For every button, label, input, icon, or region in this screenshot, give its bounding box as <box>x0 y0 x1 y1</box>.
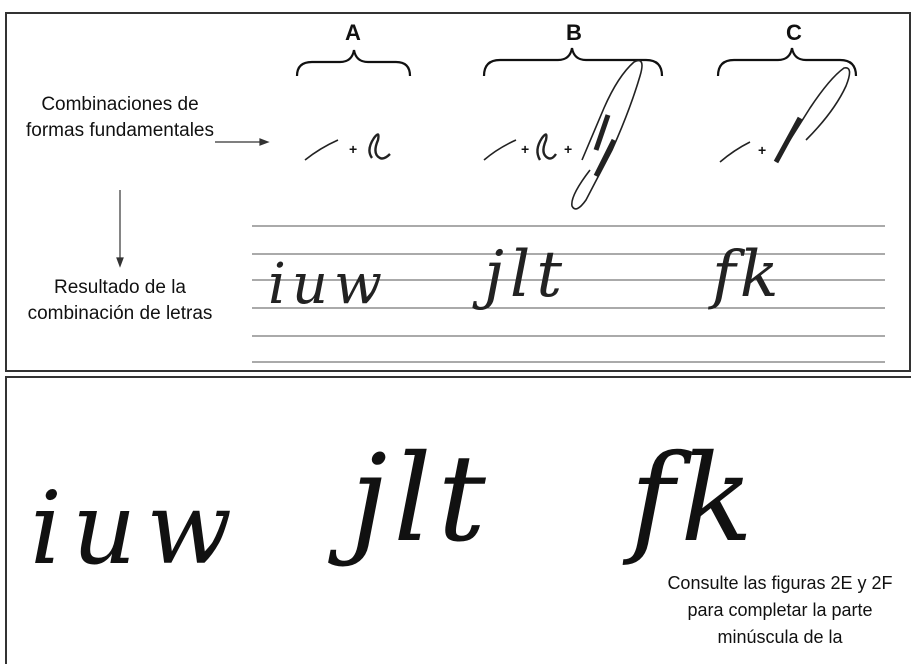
large-letters-b: jlt <box>350 430 492 569</box>
arrow-down-head <box>116 257 124 268</box>
plus-c: + <box>758 142 766 158</box>
result-letters-b: jlt <box>484 238 569 312</box>
combinaciones-label: Combinaciones de formas fundamentales <box>26 94 214 141</box>
plus-b1: + <box>521 141 529 157</box>
plus-signs: + + + + <box>349 141 766 158</box>
large-letters-c: fk <box>630 430 760 569</box>
column-label-a: A <box>345 20 361 45</box>
braces <box>295 47 858 77</box>
result-letters-a: iuw <box>268 252 388 317</box>
stem-a <box>368 133 391 160</box>
guide-lines <box>252 225 885 363</box>
column-label-b: B <box>566 20 582 45</box>
top-panel <box>5 12 911 372</box>
upstroke-b <box>483 139 517 161</box>
thick-b-1 <box>593 114 611 151</box>
resultado-label: Resultado de la combinación de letras <box>27 277 213 324</box>
column-label-c: C <box>786 20 802 45</box>
loop-c <box>775 67 851 163</box>
upstroke-c <box>719 141 751 163</box>
brace-a <box>295 49 412 77</box>
loop-b <box>571 59 643 210</box>
upstroke-a <box>304 139 339 161</box>
brace-b <box>482 47 664 77</box>
fundamental-shapes <box>304 59 851 210</box>
reference-note: Consulte las figuras 2E y 2F para comple… <box>667 573 893 647</box>
plus-b2: + <box>564 141 572 157</box>
thick-c <box>773 116 803 164</box>
thick-b-2 <box>593 138 617 178</box>
brace-c <box>716 47 858 77</box>
result-letters-c: fk <box>712 238 783 312</box>
bottom-panel <box>5 376 911 664</box>
arrow-right-head <box>259 138 270 146</box>
arrows <box>116 138 270 268</box>
stem-b <box>536 133 557 161</box>
plus-a: + <box>349 141 357 157</box>
large-letters-a: iuw <box>30 470 242 587</box>
